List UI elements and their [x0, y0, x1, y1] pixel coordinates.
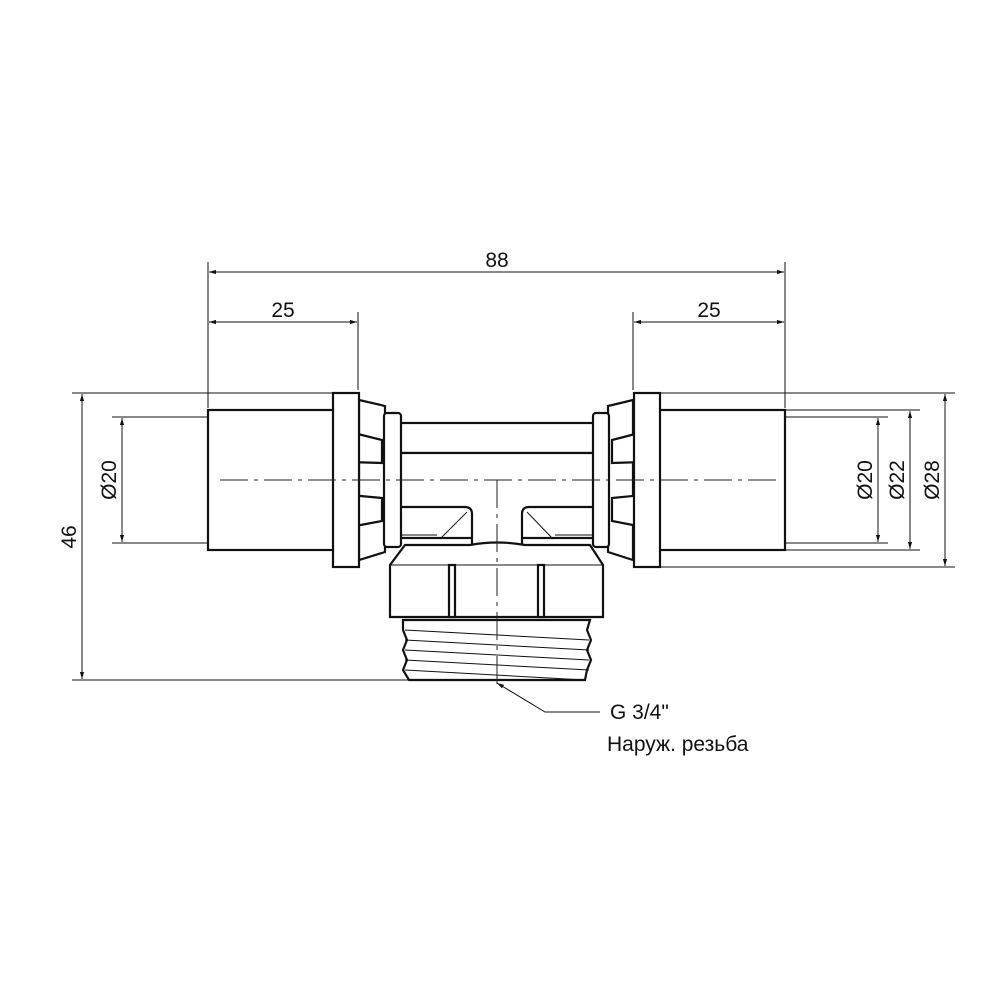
thread-description: Наруж. резьба — [607, 733, 749, 756]
dim-right-socket: 25 — [697, 299, 720, 322]
body-top — [396, 421, 598, 455]
dim-left-socket: 25 — [271, 299, 294, 322]
dim-right-diameter-middle: Ø22 — [886, 460, 909, 500]
center-lines — [220, 479, 780, 690]
dim-right-diameter-outer: Ø28 — [921, 460, 944, 500]
callout-leader — [496, 682, 600, 713]
dim-overall-length: 88 — [485, 249, 508, 272]
thread-spec: G 3/4" — [610, 701, 669, 724]
dim-left-diameter: Ø20 — [98, 460, 121, 500]
extension-lines — [72, 262, 955, 681]
dim-right-diameter-inner: Ø20 — [854, 460, 877, 500]
dim-height: 46 — [58, 525, 81, 548]
dimension-lines — [79, 269, 948, 679]
